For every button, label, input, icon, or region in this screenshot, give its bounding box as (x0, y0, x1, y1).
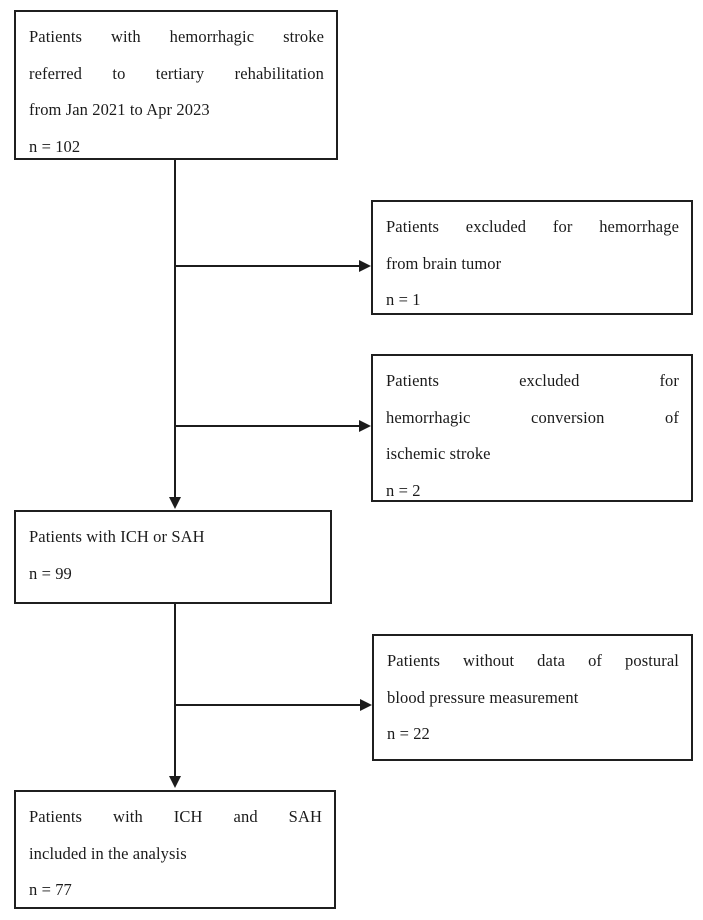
connector-branch-excluded-hemorrhagic-conversion (175, 425, 361, 427)
flow-box-source-count: n = 102 (29, 136, 81, 156)
connector-branch-excluded-brain-tumor (175, 265, 361, 267)
flow-box-excluded-no-postural-bp-count: n = 22 (387, 724, 430, 743)
flow-box-excluded-hemorrhagic-conversion-line-3: ischemic stroke (386, 444, 491, 463)
flow-box-excluded-brain-tumor: Patients excluded for hemorrhage from br… (371, 200, 693, 315)
connector-branch-excluded-no-postural-bp (175, 704, 362, 706)
flow-box-included-in-analysis-line-1: Patients with ICH and SAH (29, 807, 322, 826)
flow-box-excluded-no-postural-bp: Patients without data of postural blood … (372, 634, 693, 761)
connector-source-to-ich-sah (174, 160, 176, 498)
arrow-head-right-excluded-brain-tumor (359, 260, 371, 272)
flow-box-source-line-2: referred to tertiary rehabilitation (29, 63, 324, 83)
flow-box-included-in-analysis-count: n = 77 (29, 880, 72, 899)
flow-box-excluded-hemorrhagic-conversion: Patients excluded for hemorrhagic conver… (371, 354, 693, 502)
flow-box-source-line-1: Patients with hemorrhagic stroke (29, 27, 324, 46)
flow-box-excluded-brain-tumor-line-2: from brain tumor (386, 253, 502, 273)
flow-box-excluded-hemorrhagic-conversion-line-2: hemorrhagic conversion of (386, 407, 679, 427)
flow-box-excluded-hemorrhagic-conversion-line-1: Patients excluded for (386, 371, 679, 390)
arrow-head-right-excluded-hemorrhagic-conversion (359, 420, 371, 432)
flow-box-ich-or-sah-count: n = 99 (29, 563, 72, 583)
arrow-head-right-excluded-no-postural-bp (360, 699, 372, 711)
flow-box-excluded-brain-tumor-line-1: Patients excluded for hemorrhage (386, 217, 679, 236)
flow-box-excluded-hemorrhagic-conversion-count: n = 2 (386, 480, 421, 500)
flow-box-included-in-analysis: Patients with ICH and SAH included in th… (14, 790, 336, 909)
flow-box-ich-or-sah-line-1: Patients with ICH or SAH (29, 527, 205, 546)
arrow-head-down-included (169, 776, 181, 788)
flow-box-ich-or-sah: Patients with ICH or SAH n = 99 (14, 510, 332, 604)
flow-box-source: Patients with hemorrhagic stroke referre… (14, 10, 338, 160)
flow-box-source-line-3: from Jan 2021 to Apr 2023 (29, 100, 210, 119)
flow-box-excluded-brain-tumor-count: n = 1 (386, 290, 421, 309)
flow-box-excluded-no-postural-bp-line-1: Patients without data of postural (387, 651, 679, 670)
flow-box-included-in-analysis-line-2: included in the analysis (29, 843, 187, 863)
flow-box-excluded-no-postural-bp-line-2: blood pressure measurement (387, 687, 579, 707)
connector-ich-sah-to-included (174, 604, 176, 777)
arrow-head-down-ich-sah (169, 497, 181, 509)
